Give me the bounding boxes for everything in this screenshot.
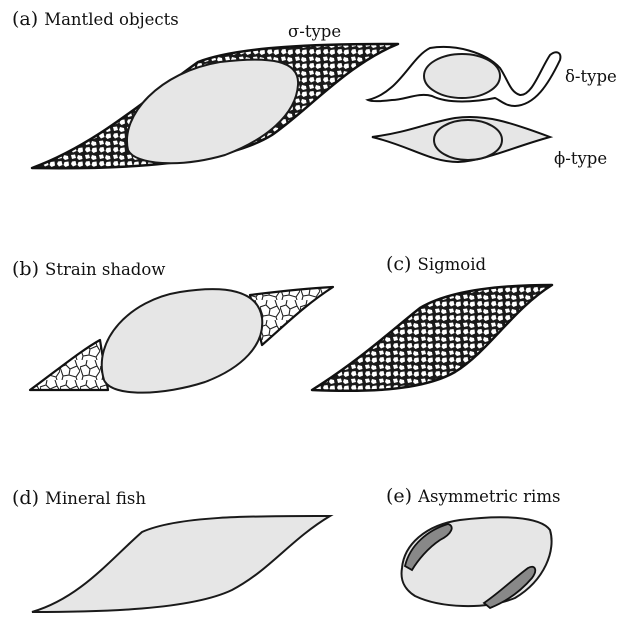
panel-c: (c) Sigmoid xyxy=(312,253,552,391)
phi-porphyroclast xyxy=(434,120,502,160)
strain-shadow-lower xyxy=(30,340,108,390)
asymmetric-rims-porphyroclast xyxy=(402,517,552,606)
strain-shadow-porphyroclast xyxy=(102,289,262,392)
sigma-porphyroclast xyxy=(127,60,298,164)
delta-porphyroclast xyxy=(424,54,500,98)
mineral-fish-object xyxy=(32,516,330,612)
panel-a-label: (a) Mantled objects xyxy=(12,8,179,30)
phi-type-object xyxy=(372,117,550,162)
sigma-type-label: σ-type xyxy=(288,22,341,41)
panel-d: (d) Mineral fish xyxy=(12,487,330,612)
panel-c-label: (c) Sigmoid xyxy=(386,253,487,275)
panel-e-label: (e) Asymmetric rims xyxy=(386,485,560,507)
panel-b: (b) Strain shadow xyxy=(12,258,333,393)
panel-d-label: (d) Mineral fish xyxy=(12,487,146,509)
panel-b-label: (b) Strain shadow xyxy=(12,258,165,280)
panel-e: (e) Asymmetric rims xyxy=(386,485,560,608)
delta-type-object xyxy=(368,47,560,106)
phi-type-label: ϕ-type xyxy=(554,149,607,168)
sigmoid-object xyxy=(312,285,552,391)
delta-type-label: δ-type xyxy=(565,67,617,86)
sigma-type-object xyxy=(32,44,398,168)
panel-a: (a) Mantled objects σ-type δ-type ϕ-type xyxy=(12,8,617,168)
